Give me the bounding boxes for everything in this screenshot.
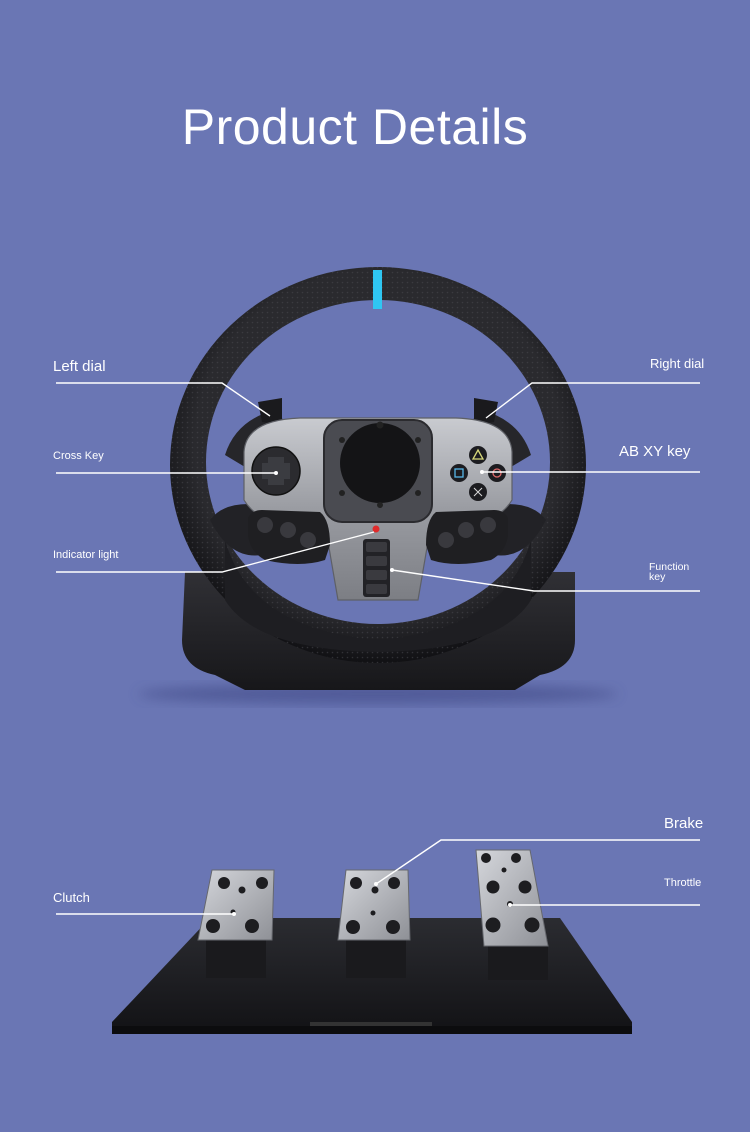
- throttle-label: Throttle: [664, 877, 702, 889]
- right-button-1[interactable]: [480, 517, 496, 533]
- indicator-light-label: Indicator light: [53, 549, 119, 561]
- clutch-pedal: [197, 869, 275, 941]
- clutch-mount: [206, 938, 266, 978]
- function-key-3[interactable]: [366, 570, 387, 580]
- function-key-label-line2: key: [649, 571, 666, 583]
- pedal-callout-lines: [56, 839, 700, 915]
- function-key-callout-dot: [390, 568, 394, 572]
- right-dial-label: Right dial: [650, 356, 705, 371]
- right-button-3[interactable]: [438, 532, 454, 548]
- function-key-panel: [363, 539, 390, 597]
- function-key-label-line1: Function: [649, 561, 690, 573]
- brake-callout: [375, 839, 700, 885]
- right-dial-paddle: [474, 398, 498, 425]
- brake-pedal: [337, 869, 411, 941]
- left-button-1[interactable]: [257, 517, 273, 533]
- square-icon: [454, 468, 464, 478]
- hub-screw: [415, 437, 421, 443]
- indicator-light: [372, 525, 380, 533]
- page-title: Product Details: [181, 99, 529, 155]
- left-button-2[interactable]: [280, 522, 296, 538]
- ab-xy-callout-dot: [480, 470, 484, 474]
- brake-label: Brake: [664, 815, 704, 832]
- left-button-3[interactable]: [300, 532, 316, 548]
- steering-wheel-illustration: [56, 267, 700, 704]
- right-dial-callout: [485, 382, 700, 419]
- wheel-inner-lower: [225, 540, 531, 652]
- brake-mount: [346, 938, 406, 978]
- throttle-mount: [488, 940, 548, 980]
- hub-screw: [377, 502, 383, 508]
- ab-xy-key-label: AB XY key: [619, 443, 691, 460]
- function-key-1[interactable]: [366, 542, 387, 552]
- pedal-base-board: [112, 918, 632, 1034]
- hub-screw: [415, 490, 421, 496]
- throttle-callout-dot: [508, 903, 512, 907]
- function-key-2[interactable]: [366, 556, 387, 566]
- clutch-label: Clutch: [53, 890, 90, 905]
- brake-callout-dot: [374, 882, 378, 886]
- triangle-icon: [471, 448, 485, 460]
- cross-key-callout-dot: [274, 471, 278, 475]
- cross-icon: [473, 487, 483, 497]
- right-button-2[interactable]: [458, 522, 474, 538]
- hub-circle: [340, 423, 420, 503]
- pedal-base-edge: [112, 1026, 632, 1034]
- hub-screw: [339, 437, 345, 443]
- wheel-callout-lines: [56, 382, 700, 592]
- square-button[interactable]: [450, 464, 468, 482]
- cross-key-label: Cross Key: [53, 450, 104, 462]
- pedal-base-slot: [310, 1022, 432, 1026]
- throttle-pedal: [475, 849, 549, 947]
- circle-button[interactable]: [488, 464, 506, 482]
- function-key-callout: [391, 569, 700, 592]
- function-key-label: Function key: [649, 561, 709, 583]
- left-dial-paddle: [258, 398, 282, 425]
- hub-screw: [339, 490, 345, 496]
- left-dial-label: Left dial: [53, 358, 106, 375]
- indicator-callout: [56, 531, 375, 573]
- circle-icon: [492, 468, 502, 478]
- clutch-callout-dot: [232, 912, 236, 916]
- center-stripe: [373, 270, 382, 309]
- left-dial-callout: [56, 382, 271, 417]
- function-key-4[interactable]: [366, 584, 387, 594]
- hub-screw: [376, 421, 384, 429]
